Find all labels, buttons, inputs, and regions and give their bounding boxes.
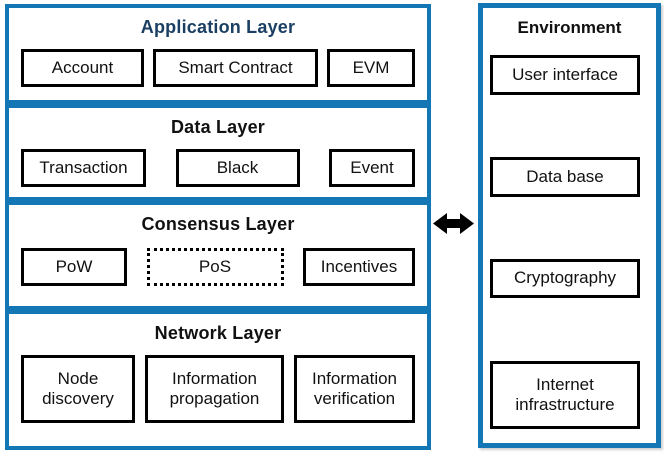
network-layer-boxes: Node discovery Information propagation I… [9, 355, 427, 423]
network-layer-title: Network Layer [154, 323, 282, 343]
event-box: Event [329, 149, 415, 187]
node-discovery-box: Node discovery [21, 355, 135, 423]
evm-box: EVM [327, 49, 415, 87]
double-arrow-icon [433, 210, 474, 237]
pos-box: PoS [146, 248, 284, 286]
user-interface-box: User interface [490, 55, 640, 95]
blockchain-layer-stack: Application Layer Account Smart Contract… [5, 4, 431, 450]
internet-infrastructure-box: Internet infrastructure [490, 361, 640, 429]
environment-panel: Environment User interface Data base Cry… [478, 3, 661, 448]
information-verification-box: Information verification [294, 355, 415, 423]
data-layer-boxes: Transaction Black Event [9, 149, 427, 187]
smart-contract-box: Smart Contract [153, 49, 318, 87]
transaction-box: Transaction [21, 149, 146, 187]
application-layer-boxes: Account Smart Contract EVM [9, 49, 427, 87]
application-layer-panel: Application Layer Account Smart Contract… [5, 4, 431, 104]
black-box: Black [175, 149, 300, 187]
pow-box: PoW [21, 248, 127, 286]
information-propagation-box: Information propagation [145, 355, 284, 423]
account-box: Account [21, 49, 144, 87]
environment-title: Environment [517, 18, 622, 37]
incentives-box: Incentives [303, 248, 415, 286]
cryptography-box: Cryptography [490, 259, 640, 298]
consensus-layer-boxes: PoW PoS Incentives [9, 248, 427, 286]
data-base-box: Data base [490, 157, 640, 197]
data-layer-panel: Data Layer Transaction Black Event [5, 104, 431, 201]
application-layer-title: Application Layer [140, 17, 296, 37]
consensus-layer-title: Consensus Layer [141, 214, 295, 234]
data-layer-title: Data Layer [170, 117, 266, 137]
consensus-layer-panel: Consensus Layer PoW PoS Incentives [5, 201, 431, 310]
network-layer-panel: Network Layer Node discovery Information… [5, 310, 431, 450]
